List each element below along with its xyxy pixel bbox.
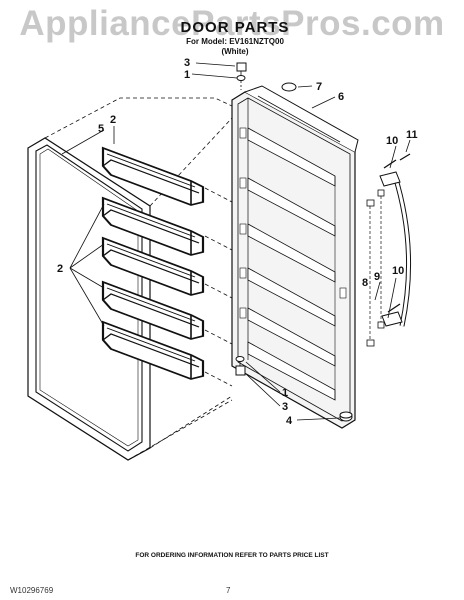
door-bins <box>101 146 205 381</box>
callout-1-bottom: 1 <box>282 387 288 399</box>
callout-5: 5 <box>98 123 104 135</box>
callout-10-top: 10 <box>386 135 398 147</box>
callout-11: 11 <box>406 129 418 141</box>
callout-9: 9 <box>374 271 380 283</box>
assembly-lines <box>44 97 233 461</box>
leader-lines <box>61 62 411 421</box>
bottom-hinge-hardware <box>235 356 353 422</box>
callout-labels: 3 1 7 6 5 2 2 1 3 4 10 11 8 9 10 <box>57 57 418 427</box>
color-line: (White) <box>221 47 249 56</box>
callout-7: 7 <box>316 81 322 93</box>
page-number: 7 <box>226 586 231 595</box>
callout-10-bottom: 10 <box>392 265 404 277</box>
watermark: AppliancePartsPros.com <box>19 4 445 43</box>
document-number: W10296769 <box>10 586 54 595</box>
door-handle <box>366 153 412 347</box>
callout-2-top: 2 <box>110 114 116 126</box>
page-title: DOOR PARTS <box>180 19 290 36</box>
callout-4: 4 <box>286 415 293 427</box>
callout-3-top: 3 <box>184 57 190 69</box>
callout-1-top: 1 <box>184 69 190 81</box>
plug-button <box>281 82 297 92</box>
callout-8: 8 <box>362 277 368 289</box>
model-line: For Model: EV161NZTQ00 <box>186 37 284 46</box>
model-info: For Model: EV161NZTQ00 (White) <box>150 37 320 57</box>
callout-2-side: 2 <box>57 263 63 275</box>
callout-3-bottom: 3 <box>282 401 288 413</box>
door-assembly <box>231 85 359 429</box>
callout-6: 6 <box>338 91 344 103</box>
top-hinge-hardware <box>236 62 247 90</box>
ordering-note: FOR ORDERING INFORMATION REFER TO PARTS … <box>135 552 329 559</box>
